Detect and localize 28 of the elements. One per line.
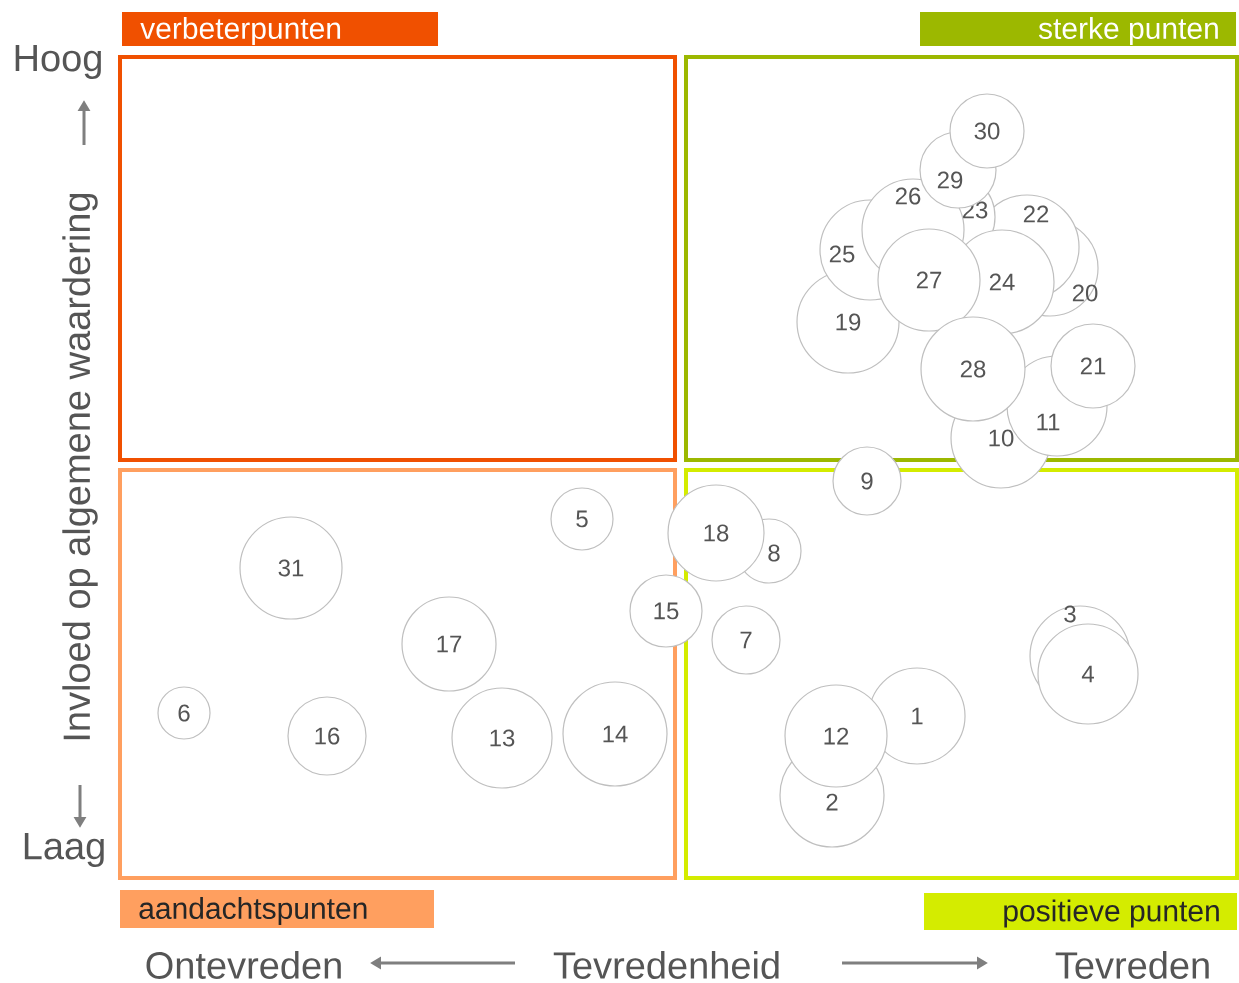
bubble: 9 (832, 446, 902, 516)
bubble: 28 (920, 316, 1026, 422)
bubble: 17 (401, 596, 497, 692)
bubble: 6 (157, 686, 211, 740)
node-label: positieve punten (1004, 899, 1219, 928)
axis-end-label: Laag (24, 833, 104, 867)
bubble: 12 (784, 684, 888, 788)
bubble: 5 (550, 487, 614, 551)
bubble: 14 (562, 681, 668, 787)
bubble: 31 (239, 516, 343, 620)
node-label: sterke punten (1038, 17, 1218, 45)
bubble: 16 (287, 696, 367, 776)
bubble: 15 (629, 574, 703, 648)
axis-end-label: Tevreden (1055, 951, 1209, 979)
bubble: 27 (877, 228, 981, 332)
axis-end-label: Hoog (15, 45, 101, 79)
bubble: 7 (711, 605, 781, 675)
axis-title: Invloed op algemene waardering (62, 193, 98, 740)
node-label: verbeterpunten (140, 17, 341, 45)
bubble: 30 (949, 93, 1025, 169)
bubble: 4 (1037, 623, 1139, 725)
node-label: aandachtspunten (139, 897, 367, 925)
quadrant-box: verbeterpunten (118, 12, 677, 462)
axis-end-label: Ontevreden (146, 951, 341, 979)
bubble: 13 (451, 687, 553, 789)
axis-title: Tevredenheid (553, 951, 779, 979)
bubble: 1 (868, 667, 966, 765)
bubble: 21 (1050, 323, 1136, 409)
